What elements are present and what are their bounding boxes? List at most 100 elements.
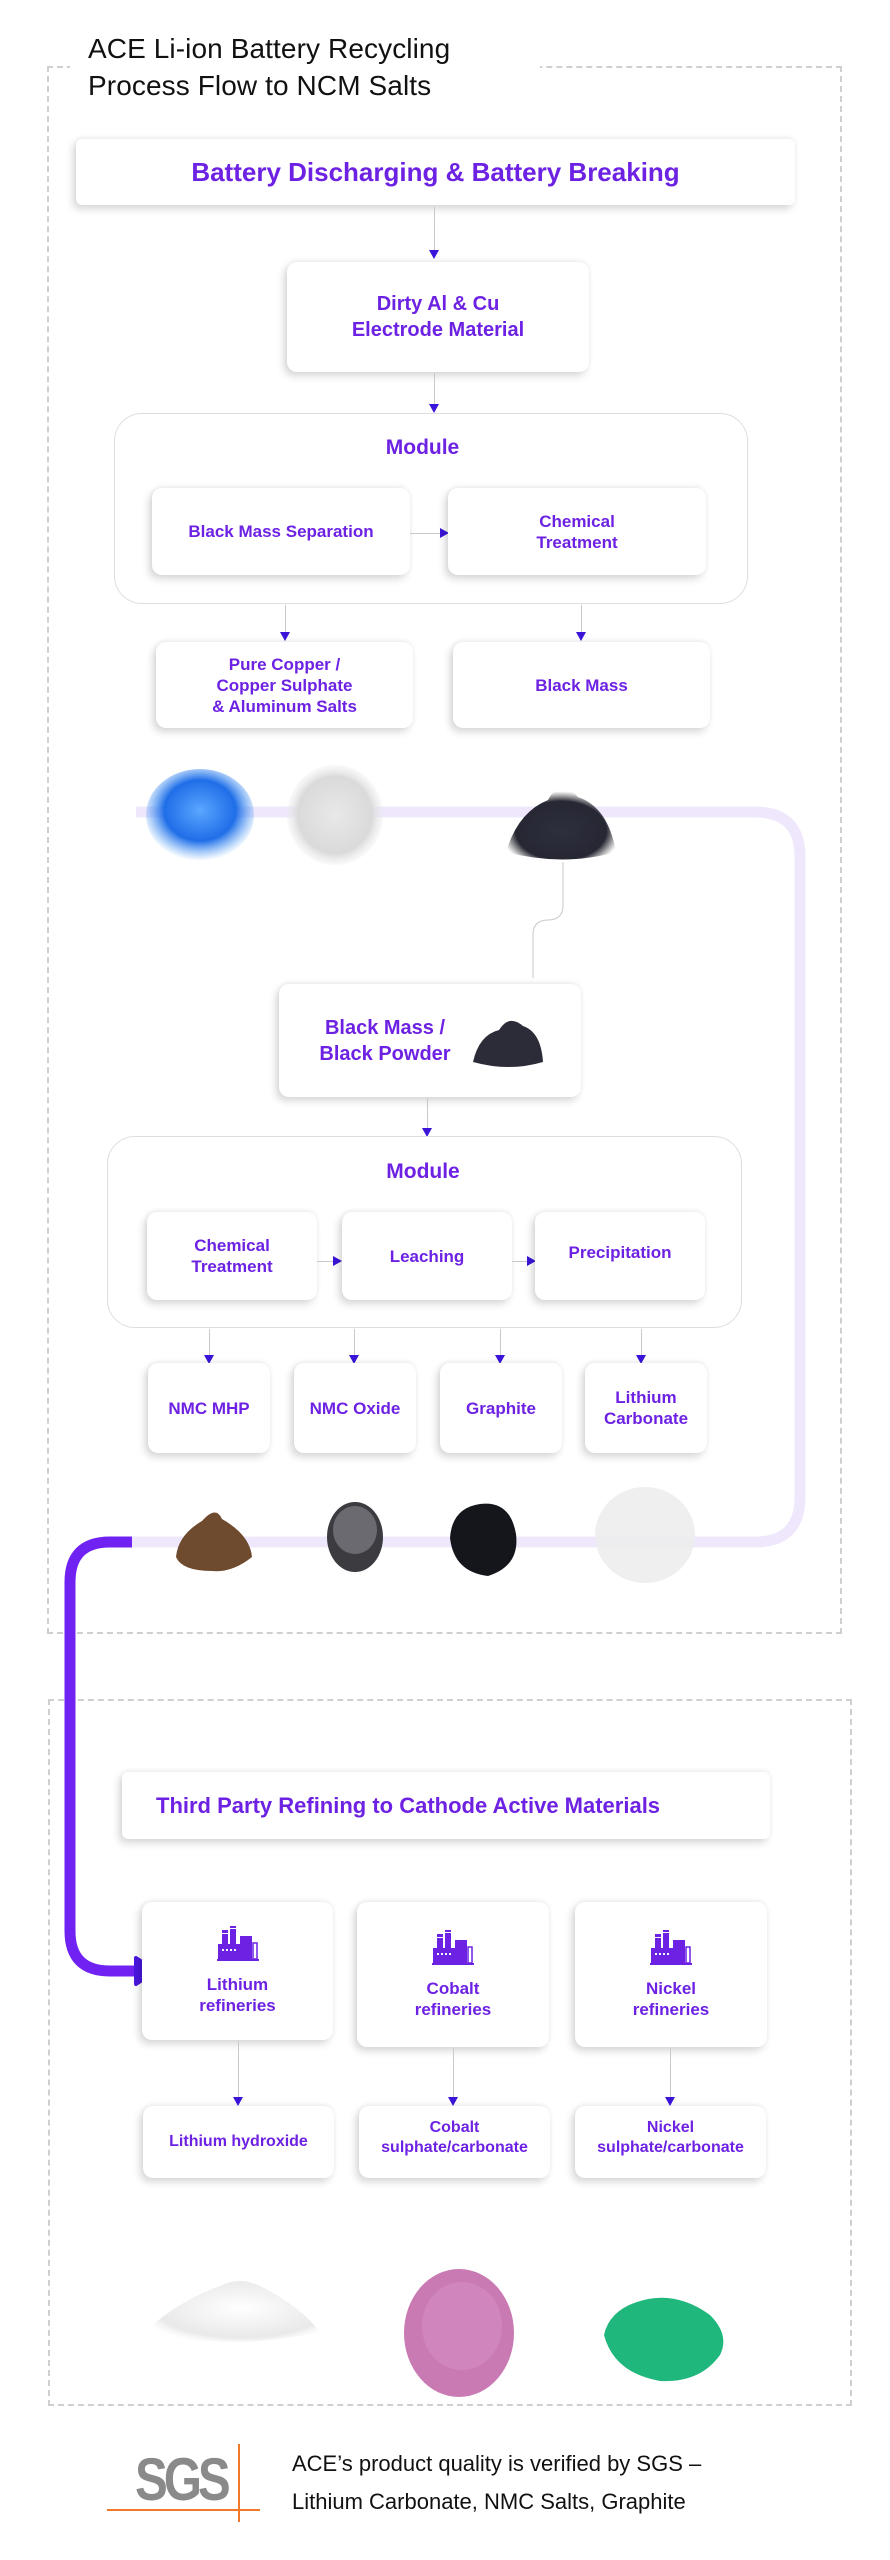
- stage1-module-title: Module: [385, 436, 460, 459]
- flow-track-light: [132, 806, 806, 1548]
- output-label: NMC Oxide: [309, 1398, 401, 1418]
- factory-icon: [650, 1929, 692, 1965]
- arrow-right-icon: [527, 1256, 536, 1266]
- dirty-electrode-line1: Dirty Al & Cu: [376, 293, 500, 315]
- black-powder-image: [473, 1020, 543, 1067]
- step-precipitation: Precipitation: [535, 1212, 705, 1300]
- dirty-electrode-box: Dirty Al & Cu Electrode Material: [287, 262, 589, 372]
- stage3-header: Third Party Refining to Cathode Active M…: [122, 1772, 770, 1839]
- output-label-line2: Carbonate: [603, 1409, 689, 1428]
- black-powder-line1: Black Mass /: [324, 1016, 446, 1039]
- arrow-right-icon: [440, 528, 449, 538]
- output-label-line1: Pure Copper /: [228, 654, 341, 674]
- black-powder-line2: Black Powder: [319, 1042, 451, 1065]
- connector: [581, 605, 582, 635]
- stage3-header-text: Third Party Refining to Cathode Active M…: [156, 1792, 661, 1818]
- arrow-down-icon: [665, 2097, 675, 2106]
- nmc-oxide-lump-image: [327, 1502, 383, 1572]
- connector: [500, 1329, 501, 1358]
- lithium-refineries-box: Lithium refineries: [142, 1902, 333, 2040]
- arrow-down-icon: [204, 1355, 214, 1364]
- factory-icon: [216, 1926, 259, 1961]
- arrow-down-icon: [429, 404, 439, 413]
- output-copper-aluminum-salts: Pure Copper / Copper Sulphate & Aluminum…: [156, 642, 413, 728]
- product-label-line1: Cobalt: [429, 2119, 480, 2136]
- arrow-down-icon: [280, 632, 290, 641]
- output-label: Black Mass: [535, 675, 628, 695]
- connector: [434, 207, 435, 257]
- connector: [354, 1329, 355, 1358]
- connector: [434, 373, 435, 408]
- lithium-hydroxide-powder-image: [144, 2281, 320, 2342]
- output-nmc-mhp: NMC MHP: [148, 1363, 270, 1453]
- stage3-container: [48, 1699, 852, 2406]
- nickel-salt-powder-image: [604, 2297, 724, 2382]
- lithium-carbonate-powder-image: [595, 1487, 695, 1583]
- arrow-down-icon: [636, 1355, 646, 1364]
- step-label: Leaching: [389, 1246, 465, 1266]
- step-black-mass-separation: Black Mass Separation: [152, 488, 410, 575]
- arrow-right-icon: [333, 1256, 342, 1266]
- connector: [285, 605, 286, 635]
- connector: [317, 1261, 334, 1262]
- refinery-label-line2: refineries: [414, 1999, 492, 2019]
- connector: [670, 2048, 671, 2099]
- refinery-label-line1: Lithium: [206, 1975, 269, 1994]
- output-label: NMC MHP: [168, 1398, 250, 1418]
- stage1-header: Battery Discharging & Battery Breaking: [76, 139, 795, 205]
- black-powder-box: Black Mass / Black Powder: [279, 984, 581, 1097]
- product-label: Lithium hydroxide: [169, 2133, 308, 2150]
- output-label-line1: Lithium: [615, 1388, 677, 1407]
- product-lithium-hydroxide: Lithium hydroxide: [143, 2106, 334, 2178]
- step-label-line2: Treatment: [536, 532, 618, 552]
- step-label: Black Mass Separation: [188, 522, 374, 541]
- sgs-logo-text: SGS: [135, 2446, 231, 2513]
- arrow-down-icon: [495, 1355, 505, 1364]
- connector: [410, 533, 440, 534]
- sgs-logo-hline: [107, 2509, 260, 2511]
- step-leaching: Leaching: [342, 1212, 512, 1300]
- step-label: Precipitation: [568, 1242, 672, 1262]
- step-chemical-treatment-2: Chemical Treatment: [147, 1212, 317, 1300]
- connector: [238, 2041, 239, 2099]
- output-lithium-carbonate: Lithium Carbonate: [585, 1363, 707, 1453]
- title-backdrop: [70, 60, 540, 104]
- black-mass-powder-image: [506, 787, 616, 860]
- sgs-logo-vline: [238, 2444, 240, 2522]
- refinery-label-line1: Nickel: [645, 1978, 697, 1998]
- step-label-line1: Chemical: [539, 511, 615, 531]
- connector-black-mass: [532, 862, 564, 978]
- product-label-line1: Nickel: [646, 2119, 695, 2136]
- refinery-label-line1: Cobalt: [426, 1978, 480, 1998]
- arrow-down-icon: [422, 1128, 432, 1137]
- product-label-line2: sulphate/carbonate: [381, 2139, 528, 2156]
- refinery-label-line2: refineries: [199, 1996, 276, 2015]
- graphite-powder-image: [450, 1503, 517, 1576]
- step-label-line2: Treatment: [191, 1257, 273, 1276]
- footer-line-2: Lithium Carbonate, NMC Salts, Graphite: [292, 2489, 686, 2514]
- footer-line-1: ACE’s product quality is verified by SGS…: [292, 2451, 702, 2476]
- arrow-down-icon: [349, 1355, 359, 1364]
- output-black-mass: Black Mass: [453, 642, 710, 728]
- sgs-verification-text: ACE’s product quality is verified by SGS…: [292, 2445, 701, 2521]
- connector: [453, 2048, 454, 2099]
- factory-icon: [432, 1929, 474, 1965]
- aluminum-salt-powder-image: [287, 765, 383, 865]
- sgs-logo: SGS: [107, 2444, 260, 2522]
- stage2-module-title: Module: [386, 1160, 460, 1183]
- output-nmc-oxide: NMC Oxide: [294, 1363, 416, 1453]
- product-label-line2: sulphate/carbonate: [597, 2139, 744, 2156]
- arrow-down-icon: [576, 632, 586, 641]
- connector: [641, 1329, 642, 1358]
- flow-track-bold: [64, 1536, 140, 1977]
- nickel-refineries-box: Nickel refineries: [575, 1902, 767, 2047]
- output-label-line2: Copper Sulphate: [216, 675, 353, 695]
- connector: [427, 1098, 428, 1130]
- step-label-line1: Chemical: [194, 1236, 270, 1255]
- output-label-line3: & Aluminum Salts: [212, 696, 357, 716]
- dirty-electrode-line2: Electrode Material: [351, 319, 525, 341]
- output-label: Graphite: [466, 1398, 536, 1418]
- stage1-header-text: Battery Discharging & Battery Breaking: [191, 156, 680, 187]
- copper-sulphate-powder-image: [146, 769, 254, 861]
- cobalt-refineries-box: Cobalt refineries: [357, 1902, 549, 2047]
